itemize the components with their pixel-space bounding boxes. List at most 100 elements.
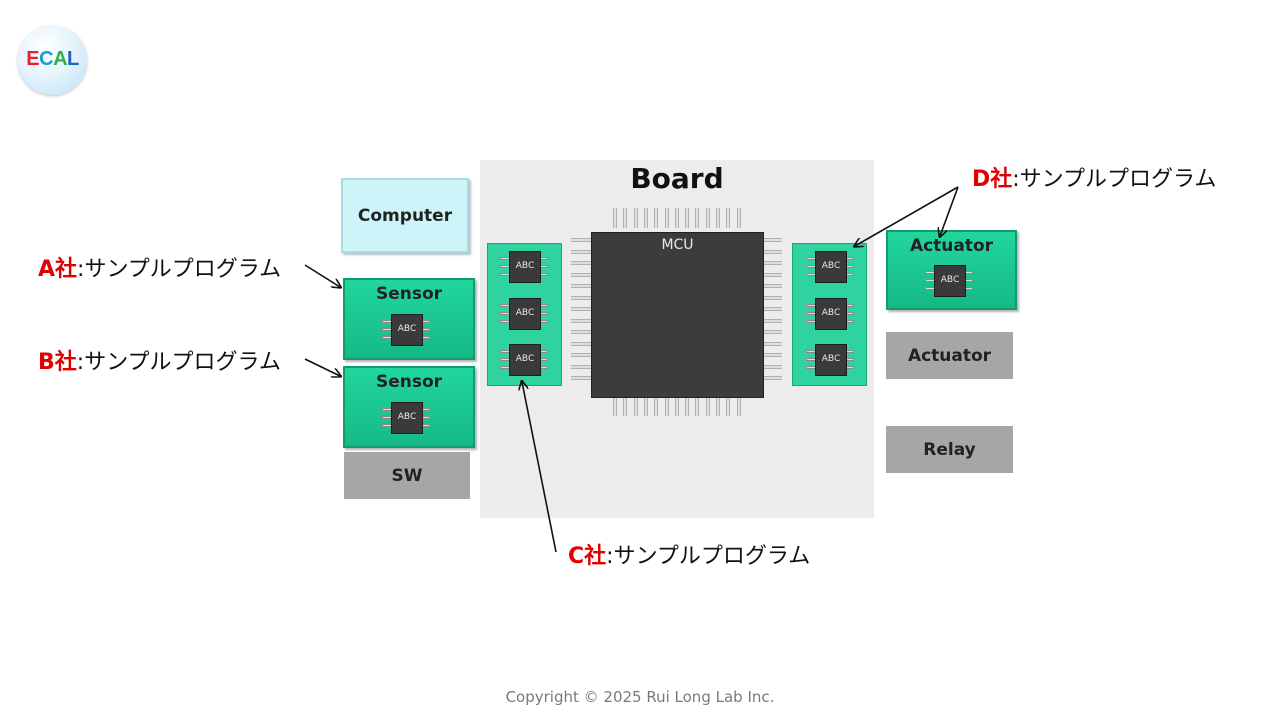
callout-b-text: :サンプルプログラム xyxy=(76,350,281,375)
abc-chip: ABC xyxy=(391,402,423,434)
actuator-box-2: Actuator xyxy=(886,332,1013,379)
mcu-pin xyxy=(685,396,689,416)
relay-label: Relay xyxy=(923,439,976,460)
mcu-pin xyxy=(571,238,591,242)
mcu-pin xyxy=(665,208,669,228)
abc-chip-label: ABC xyxy=(397,412,417,422)
relay-box: Relay xyxy=(886,426,1013,473)
mcu-pin xyxy=(737,396,741,416)
mcu-pin xyxy=(762,307,782,311)
mcu-pin xyxy=(762,376,782,380)
mcu-pin xyxy=(762,330,782,334)
computer-label: Computer xyxy=(357,205,453,226)
sensor-box-1: Sensor xyxy=(343,278,475,360)
ecal-logo: ECAL xyxy=(18,26,87,95)
logo-letter-l: L xyxy=(67,48,79,70)
mcu-pin xyxy=(675,396,679,416)
mcu-pin xyxy=(762,238,782,242)
mcu-pin xyxy=(762,273,782,277)
sw-box: SW xyxy=(344,452,470,499)
mcu-pin xyxy=(762,342,782,346)
abc-chip: ABC xyxy=(815,251,847,283)
mcu-pin xyxy=(716,208,720,228)
callout-c-text: :サンプルプログラム xyxy=(606,544,811,569)
arrow-c xyxy=(522,382,557,553)
callout-a: A社:サンプルプログラム xyxy=(38,251,281,283)
mcu-pin xyxy=(644,396,648,416)
mcu-pin xyxy=(571,365,591,369)
mcu-pin xyxy=(665,396,669,416)
callout-d-company: D社 xyxy=(972,167,1013,192)
arrow-d-2 xyxy=(940,186,959,236)
mcu-pin xyxy=(571,376,591,380)
abc-chip-label: ABC xyxy=(821,261,841,271)
actuator-label-1: Actuator xyxy=(909,236,994,256)
abc-chip-label: ABC xyxy=(515,261,535,271)
mcu-pin xyxy=(654,396,658,416)
mcu-pin xyxy=(634,396,638,416)
abc-chip: ABC xyxy=(815,298,847,330)
abc-chip: ABC xyxy=(509,298,541,330)
arrow-a xyxy=(304,264,340,287)
mcu-pin xyxy=(762,365,782,369)
mcu-pin xyxy=(762,319,782,323)
callout-d-text: :サンプルプログラム xyxy=(1012,167,1217,192)
mcu-pin xyxy=(571,284,591,288)
mcu-pin xyxy=(571,330,591,334)
mcu-pin xyxy=(613,396,617,416)
mcu-pin xyxy=(634,208,638,228)
mcu-pin xyxy=(571,353,591,357)
mcu-pin xyxy=(706,396,710,416)
mcu-pin xyxy=(571,273,591,277)
sensor-label-1: Sensor xyxy=(375,284,443,304)
callout-c: C社:サンプルプログラム xyxy=(568,538,810,570)
abc-chip-label: ABC xyxy=(940,275,960,285)
logo-letter-c: C xyxy=(39,48,54,70)
mcu-pin xyxy=(695,396,699,416)
abc-chip: ABC xyxy=(815,344,847,376)
abc-chip: ABC xyxy=(509,344,541,376)
mcu-pin xyxy=(623,396,627,416)
abc-chip-label: ABC xyxy=(821,308,841,318)
callout-b-company: B社 xyxy=(38,350,77,375)
mcu-pin xyxy=(571,261,591,265)
abc-chip-label: ABC xyxy=(397,324,417,334)
copyright-footer: Copyright © 2025 Rui Long Lab Inc. xyxy=(505,688,775,706)
logo-text: ECAL xyxy=(18,48,87,71)
mcu-pin xyxy=(571,250,591,254)
callout-a-company: A社 xyxy=(38,257,78,282)
logo-letter-a: A xyxy=(53,48,68,70)
callout-c-company: C社 xyxy=(568,544,607,569)
mcu-pin xyxy=(644,208,648,228)
mcu-pin xyxy=(623,208,627,228)
mcu-pin xyxy=(726,396,730,416)
callout-a-text: :サンプルプログラム xyxy=(77,257,282,282)
abc-chip-label: ABC xyxy=(515,308,535,318)
mcu-pin xyxy=(571,319,591,323)
mcu-chip: MCU xyxy=(591,232,764,398)
mcu-pin xyxy=(613,208,617,228)
mcu-pin xyxy=(685,208,689,228)
mcu-pin xyxy=(726,208,730,228)
mcu-pin xyxy=(571,342,591,346)
actuator-label-2: Actuator xyxy=(907,345,992,366)
arrow-d-1 xyxy=(855,186,959,246)
mcu-pin xyxy=(762,284,782,288)
mcu-pin xyxy=(716,396,720,416)
abc-chip: ABC xyxy=(509,251,541,283)
mcu-pin xyxy=(762,261,782,265)
abc-chip-label: ABC xyxy=(515,354,535,364)
mcu-pin xyxy=(654,208,658,228)
abc-chip: ABC xyxy=(934,265,966,297)
mcu-pin xyxy=(571,296,591,300)
mcu-pin xyxy=(762,250,782,254)
abc-chip: ABC xyxy=(391,314,423,346)
mcu-pin xyxy=(571,307,591,311)
board-title: Board xyxy=(630,162,724,195)
callout-d: D社:サンプルプログラム xyxy=(972,161,1216,193)
mcu-pin xyxy=(706,208,710,228)
abc-chip-label: ABC xyxy=(821,354,841,364)
mcu-pin xyxy=(762,296,782,300)
mcu-pin xyxy=(762,353,782,357)
